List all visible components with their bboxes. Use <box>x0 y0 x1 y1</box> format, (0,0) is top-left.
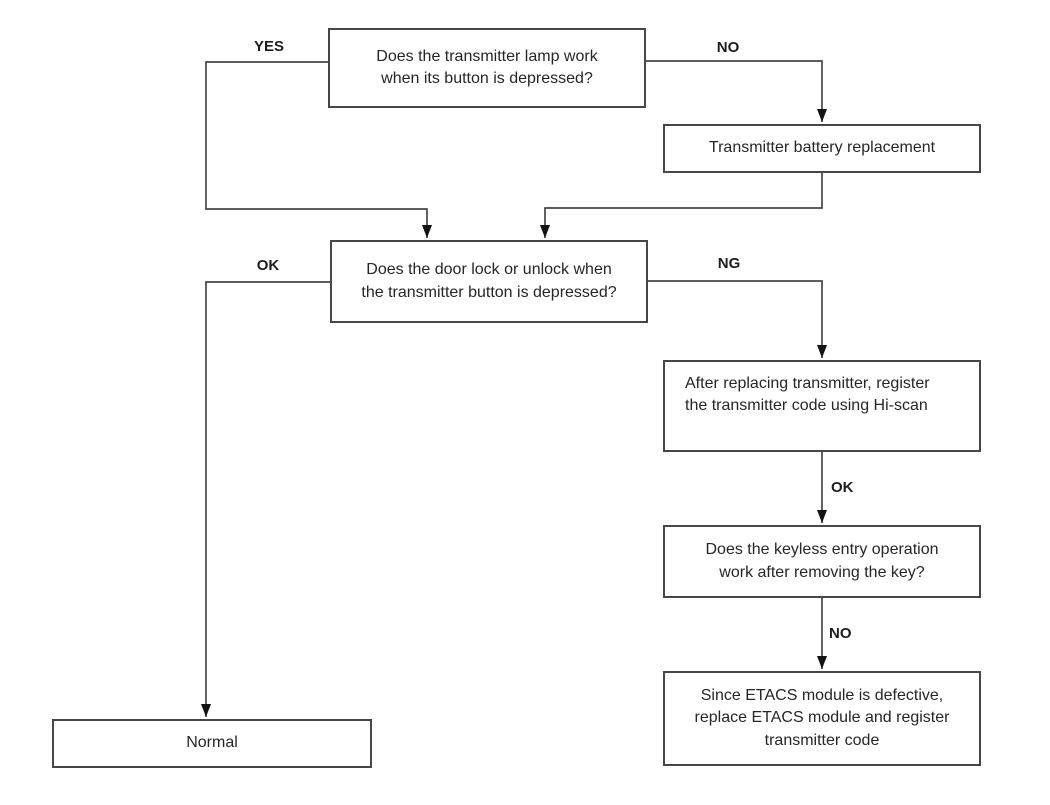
edge-label-ok-left: OK <box>256 257 280 274</box>
node-keyless-entry-question: Does the keyless entry operation work af… <box>663 525 981 598</box>
node-normal: Normal <box>52 719 372 768</box>
edge-label-no-bottom: NO <box>829 625 852 642</box>
edge-ok-left-line <box>201 281 330 717</box>
edge-battery-to-doorlock-line <box>540 172 823 238</box>
edge-label-no-top: NO <box>716 39 740 56</box>
node-transmitter-lamp-question: Does the transmitter lamp work when its … <box>328 28 646 108</box>
node-register-transmitter-code: After replacing transmitter, register th… <box>663 360 981 452</box>
edge-yes-line <box>205 61 432 238</box>
edge-no-top-line <box>645 60 827 122</box>
node-battery-replacement: Transmitter battery replacement <box>663 124 981 173</box>
edge-label-ng: NG <box>717 255 741 272</box>
edge-ng-line <box>647 280 827 358</box>
edge-label-ok-right: OK <box>831 479 854 496</box>
node-door-lock-question: Does the door lock or unlock when the tr… <box>330 240 648 323</box>
edge-label-yes: YES <box>253 38 284 55</box>
node-replace-etacs-module: Since ETACS module is defective, replace… <box>663 671 981 766</box>
